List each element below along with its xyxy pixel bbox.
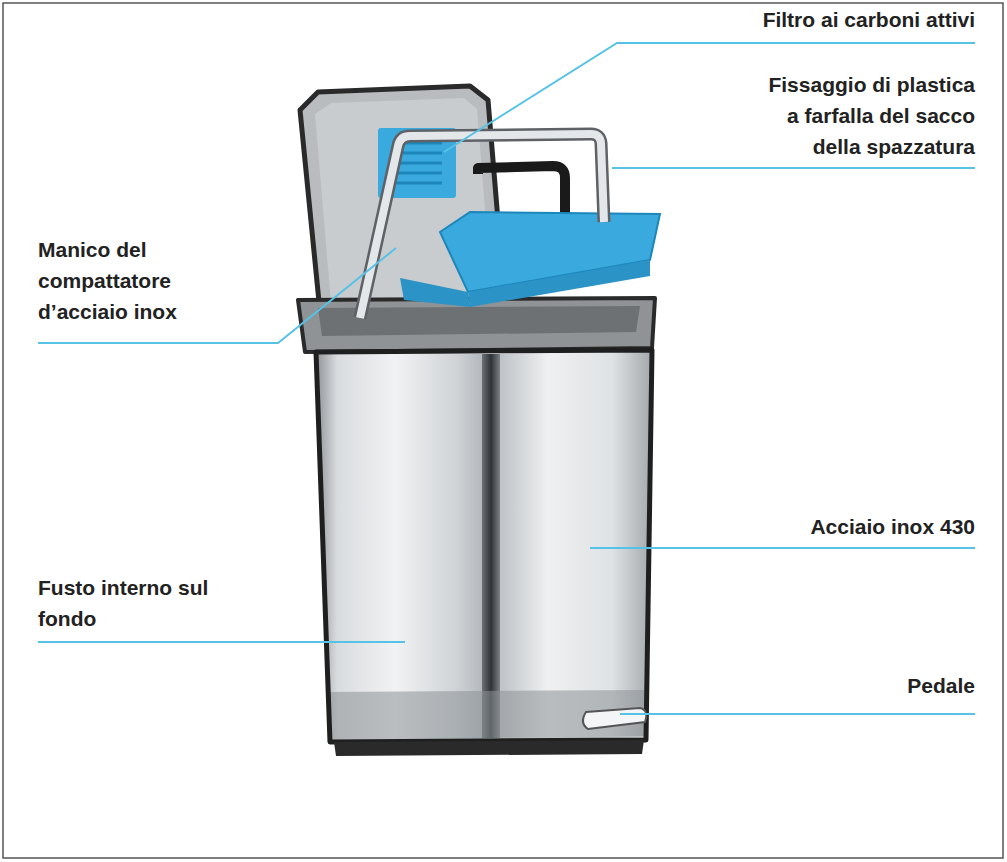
- leader-line: [38, 641, 405, 643]
- body-side: [316, 352, 492, 740]
- body-front: [492, 350, 652, 738]
- compactor-handle-edge: [360, 134, 604, 318]
- leader-line: [620, 713, 975, 715]
- leader-line: [38, 248, 396, 343]
- part-label: Fusto interno sul fondo: [38, 572, 228, 634]
- compactor-handle: [360, 134, 604, 318]
- pedal: [583, 708, 646, 729]
- rim: [298, 298, 655, 352]
- leader-line: [612, 167, 975, 169]
- base: [334, 740, 644, 756]
- part-label: Fissaggio di plastica a farfalla del sac…: [760, 69, 975, 162]
- part-label: Manico del compattatore d’acciaio inox: [38, 234, 188, 327]
- body-seam: [482, 354, 500, 738]
- part-label: Pedale: [907, 670, 975, 701]
- part-label: Filtro ai carboni attivi: [763, 4, 975, 35]
- leader-line: [590, 547, 975, 549]
- frame: [3, 3, 1003, 858]
- body-band: [330, 690, 646, 742]
- part-label: Acciaio inox 430: [810, 511, 975, 542]
- bag-clip: [400, 212, 660, 307]
- body-outline: [316, 350, 652, 742]
